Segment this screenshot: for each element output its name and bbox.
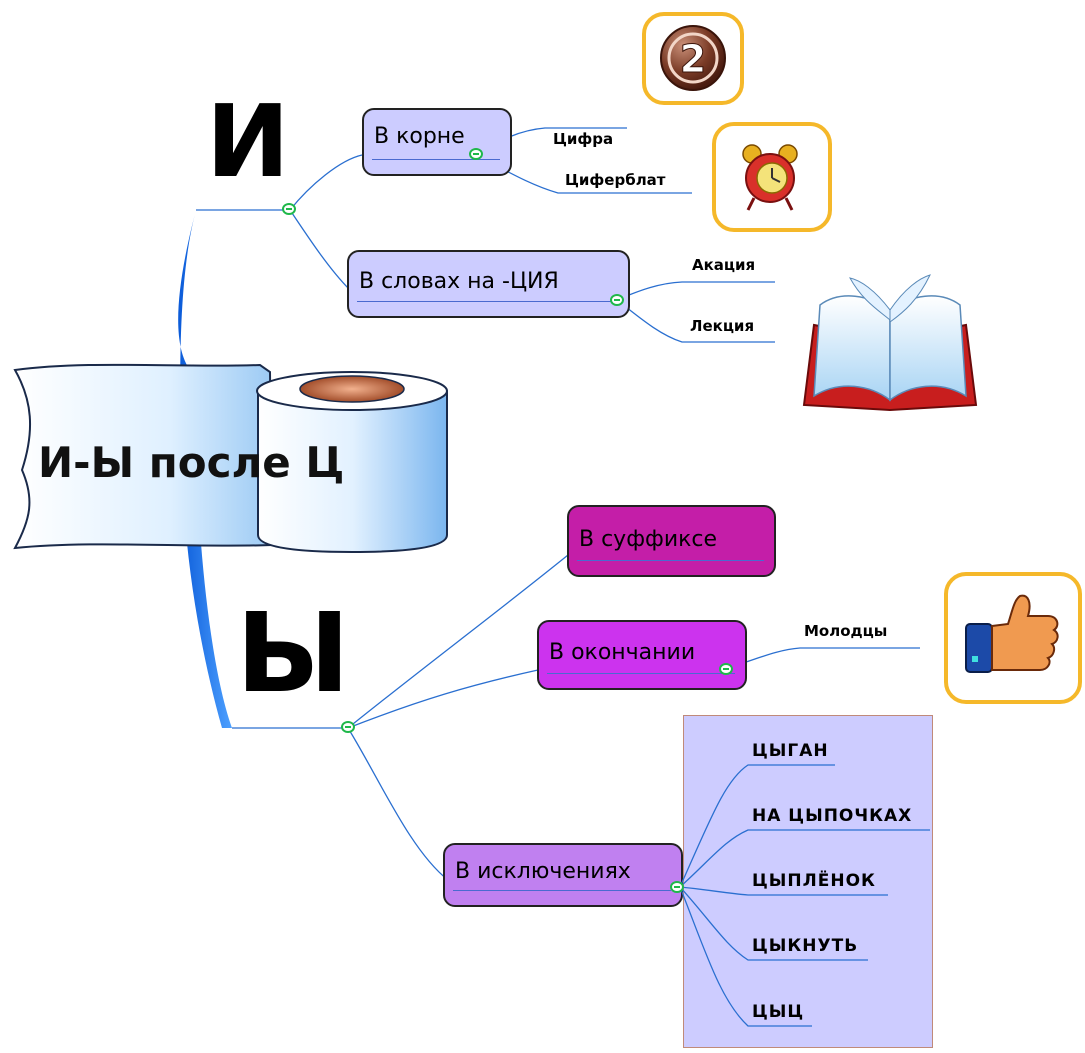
node-v-suffikse-label: В суффиксе xyxy=(579,527,718,552)
alarm-clock-icon-frame xyxy=(712,122,832,232)
number-two-icon: 2 xyxy=(660,25,726,91)
leaf-tsyplenok[interactable]: ЦЫПЛЁНОК xyxy=(752,871,876,891)
collapse-toggle-v-okonchanii[interactable] xyxy=(719,663,733,675)
node-v-isklyucheniyakh[interactable]: В исключениях xyxy=(443,843,683,907)
collapse-toggle-v-slovakh[interactable] xyxy=(610,294,624,306)
leaf-lektsiya[interactable]: Лекция xyxy=(690,317,755,335)
leaf-tsifra[interactable]: Цифра xyxy=(553,130,614,148)
node-v-isklyucheniyakh-label: В исключениях xyxy=(455,859,631,884)
central-topic-shape xyxy=(13,363,448,554)
node-v-okonchanii[interactable]: В окончании xyxy=(537,620,747,690)
node-v-slovakh-label: В словах на -ЦИЯ xyxy=(359,269,559,294)
letter-y-heading: Ы xyxy=(236,589,350,717)
exceptions-panel xyxy=(683,715,933,1048)
svg-text:2: 2 xyxy=(680,37,706,81)
node-v-slovakh-na-tsiya[interactable]: В словах на -ЦИЯ xyxy=(347,250,630,318)
letter-i-heading: И xyxy=(206,83,290,200)
collapse-toggle-v-isklyucheniyakh[interactable] xyxy=(670,881,684,893)
node-v-korne-label: В корне xyxy=(374,124,465,149)
leaf-tsiferblat[interactable]: Циферблат xyxy=(565,171,666,189)
thumbs-up-icon xyxy=(965,594,1059,673)
leaf-na-tsypochkakh[interactable]: НА ЦЫПОЧКАХ xyxy=(752,806,913,826)
node-v-okonchanii-label: В окончании xyxy=(549,640,696,665)
node-v-suffikse[interactable]: В суффиксе xyxy=(567,505,776,577)
collapse-toggle-v-korne[interactable] xyxy=(469,148,483,160)
leaf-tsyts[interactable]: ЦЫЦ xyxy=(752,1002,805,1022)
thumbs-up-icon-frame xyxy=(944,572,1082,704)
leaf-tsygan[interactable]: ЦЫГАН xyxy=(752,741,829,761)
central-topic[interactable]: И-Ы после Ц xyxy=(38,438,345,487)
open-book-icon xyxy=(800,270,980,415)
leaf-akatsiya[interactable]: Акация xyxy=(692,256,756,274)
leaf-tsyknut[interactable]: ЦЫКНУТЬ xyxy=(752,936,859,956)
alarm-clock-icon xyxy=(742,144,798,211)
collapse-toggle-y[interactable] xyxy=(341,721,355,733)
node-v-korne[interactable]: В корне xyxy=(362,108,512,176)
number-two-icon-frame: 2 xyxy=(642,12,744,105)
leaf-molodtsy[interactable]: Молодцы xyxy=(804,622,888,640)
collapse-toggle-i[interactable] xyxy=(282,203,296,215)
